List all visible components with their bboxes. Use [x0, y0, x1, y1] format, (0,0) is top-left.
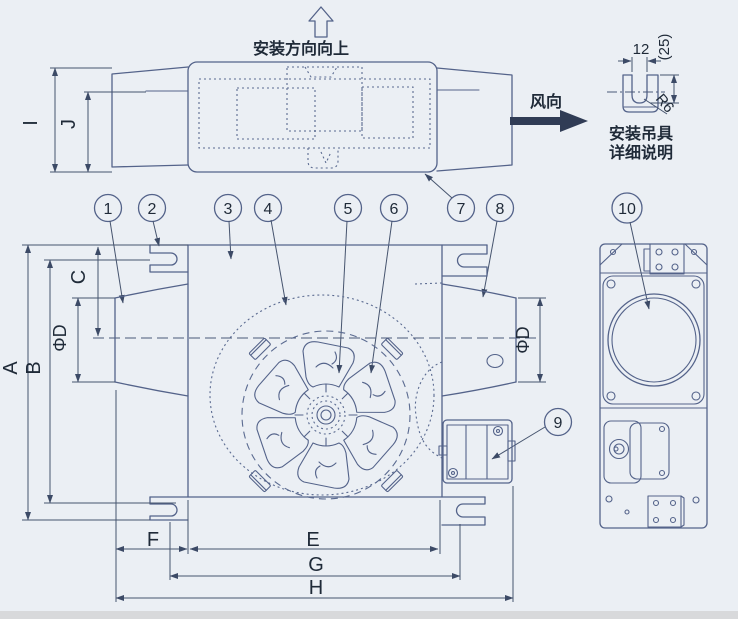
hanger-caption-line1: 安装吊具: [609, 124, 673, 143]
side-top-bracket: [643, 243, 685, 275]
top-view-left-duct: [111, 66, 189, 168]
hook-top-left: [149, 244, 189, 273]
dim-label-phi-d-left: ΦD: [50, 324, 70, 351]
callout-10-label: 10: [618, 201, 636, 218]
callout-4: [253, 193, 283, 223]
hanger-depth: (25): [656, 34, 673, 61]
junction-box: [438, 419, 516, 484]
wind-direction-arrow-icon: [510, 110, 588, 132]
side-view: [599, 243, 708, 529]
hook-bottom-right: [441, 496, 486, 526]
dim-label-c: C: [68, 270, 90, 284]
callout-8: [485, 193, 515, 223]
callout-2: [137, 193, 167, 223]
callout-3-label: 3: [224, 201, 233, 218]
main-view-dimension-right: ΦD: [513, 297, 546, 383]
right-duct: [441, 283, 517, 397]
side-bottom-bracket: [647, 495, 685, 528]
callout-2-label: 2: [148, 201, 157, 218]
hanger-detail: 12 (25) R6 安装吊具 详细说明: [607, 34, 679, 162]
top-view-hidden-outlines: [198, 66, 431, 169]
wind-direction: 风向: [510, 92, 588, 132]
top-view-right-duct: [436, 67, 513, 172]
top-view-dimensions: I J: [20, 67, 146, 173]
dim-label-h: H: [309, 577, 323, 599]
hanger-radius: R6: [652, 91, 677, 117]
hook-top-right: [441, 244, 488, 277]
side-inlet-panel: [602, 275, 705, 405]
dim-label-i: I: [20, 120, 42, 126]
dim-label-a: A: [0, 361, 22, 375]
dim-label-phi-d-right: ΦD: [513, 326, 533, 353]
dim-label-g: G: [308, 554, 324, 576]
top-view-body: [187, 61, 438, 173]
callout-5-label: 5: [344, 201, 353, 218]
inlet-opening: [607, 293, 701, 387]
dim-label-b: B: [23, 361, 45, 374]
callout-6: [379, 193, 409, 223]
callout-1-label: 1: [104, 201, 113, 218]
callout-7: [446, 193, 476, 223]
hook-bottom-left: [149, 496, 189, 521]
callout-6-label: 6: [390, 201, 399, 218]
callout-9-label: 9: [554, 415, 563, 432]
callout-4-label: 4: [264, 201, 273, 218]
impeller-assembly: [209, 282, 443, 500]
left-duct: [114, 283, 189, 397]
callout-leaders: [109, 173, 651, 460]
main-view: A B C ΦD ΦD F E G H: [0, 244, 546, 602]
callout-5: [333, 193, 363, 223]
dim-label-e: E: [306, 529, 319, 551]
install-direction-up-arrow-icon: [308, 6, 334, 38]
main-view-dimensions-left: A B C ΦD: [0, 244, 188, 521]
install-direction-label: 安装方向向上: [253, 39, 349, 58]
scan-edge-band: [0, 611, 738, 619]
duct-hole: [486, 353, 504, 369]
dim-label-j: J: [58, 119, 80, 129]
impeller-rim: [241, 330, 411, 500]
wind-direction-label: 风向: [530, 92, 562, 111]
callout-7-label: 7: [457, 201, 466, 218]
callout-9: [543, 407, 573, 437]
cable-gland: [608, 438, 630, 460]
dim-label-f: F: [147, 529, 159, 551]
top-view: 安装方向向上 I J: [20, 6, 513, 173]
callout-10: [611, 192, 643, 224]
callout-8-label: 8: [496, 201, 505, 218]
hanger-caption-line2: 详细说明: [609, 143, 673, 162]
impeller-hub: [294, 383, 358, 447]
callouts: 1 2 3 4 5 6 7 8 9 10: [93, 173, 651, 460]
callout-3: [213, 193, 243, 223]
hanger-slot-width: 12: [633, 41, 650, 58]
side-junction-box: [603, 420, 670, 484]
callout-1: [93, 193, 123, 223]
volute-outline: [209, 294, 435, 496]
main-view-dimensions-bottom: F E G H: [115, 390, 514, 602]
